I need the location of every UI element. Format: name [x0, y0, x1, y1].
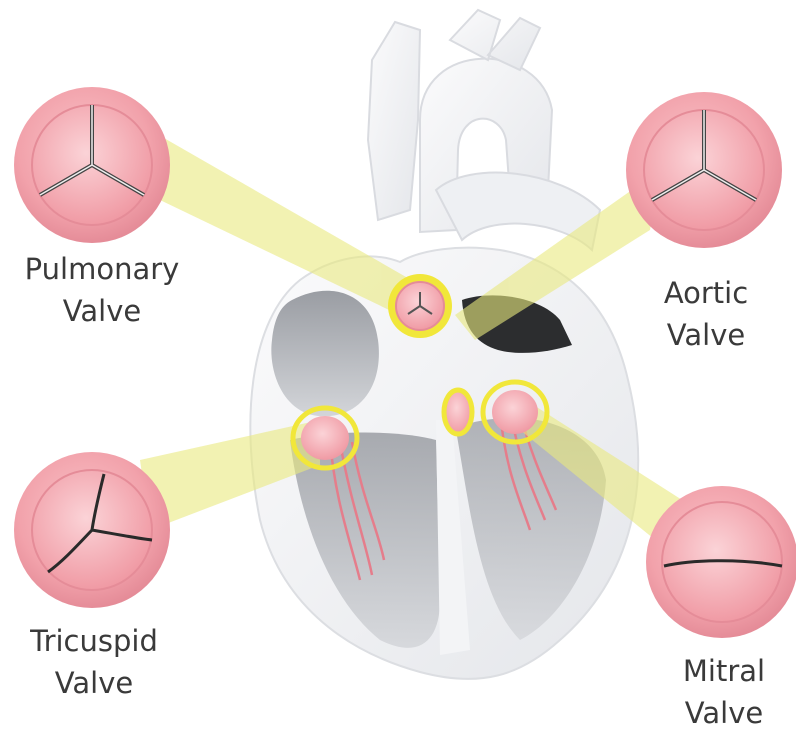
aortic-valve-label: Aortic Valve — [640, 272, 772, 356]
aortic-valve-callout — [626, 92, 782, 248]
pulmonary-label-line2: Valve — [14, 290, 190, 332]
pulmonary-valve-callout — [14, 87, 170, 243]
pulmonary-valve-label: Pulmonary Valve — [14, 248, 190, 332]
heart-illustration — [250, 10, 638, 679]
pulmonary-valve-marker — [388, 274, 452, 338]
vena-cava-vessel — [368, 22, 420, 220]
mitral-label-line2: Valve — [666, 692, 782, 734]
mitral-label-line1: Mitral — [666, 650, 782, 692]
aortic-label-line2: Valve — [640, 314, 772, 356]
pulmonary-label-line1: Pulmonary — [14, 248, 190, 290]
aortic-label-line1: Aortic — [640, 272, 772, 314]
tricuspid-label-line1: Tricuspid — [14, 620, 174, 662]
mitral-valve-callout — [646, 486, 796, 638]
tricuspid-valve-label: Tricuspid Valve — [14, 620, 174, 704]
tricuspid-valve-marker — [293, 408, 357, 468]
tricuspid-valve-callout — [14, 452, 170, 608]
right-atrium-chamber — [271, 291, 379, 417]
tricuspid-label-line2: Valve — [14, 662, 174, 704]
mitral-valve-label: Mitral Valve — [666, 650, 782, 734]
